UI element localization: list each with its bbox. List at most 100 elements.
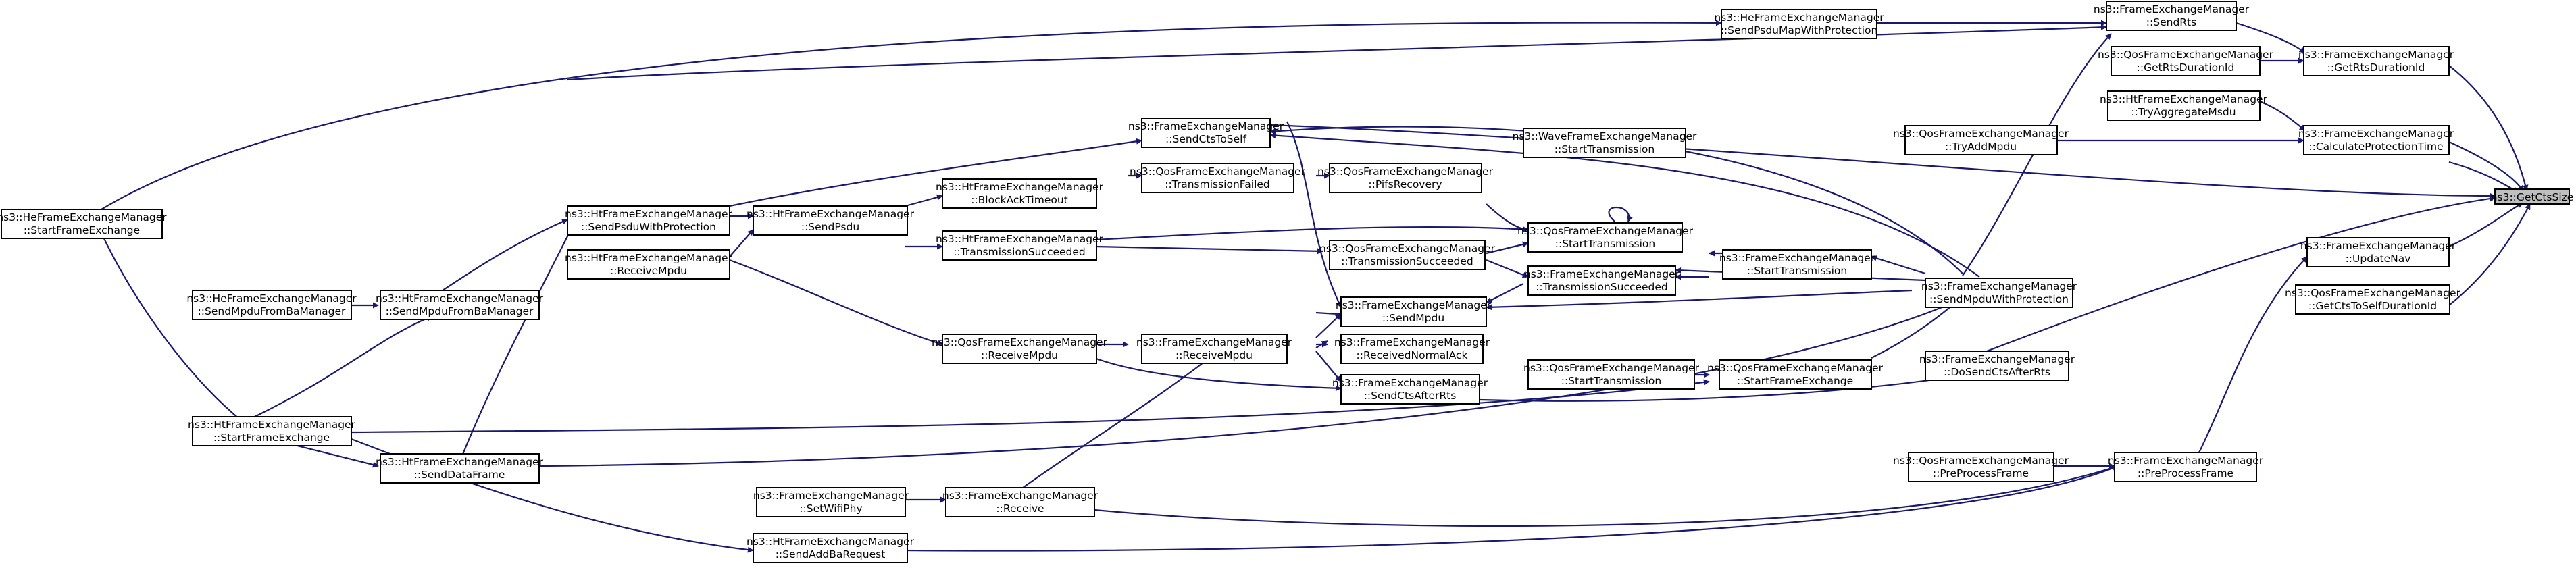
node-label: ::StartFrameExchange [24, 224, 140, 236]
node-fem-send-mpdu[interactable]: ns3::FrameExchangeManager ::SendMpdu [1336, 296, 1492, 327]
node-label: ::TransmissionSucceeded [1536, 281, 1668, 293]
node-fem-send-rts[interactable]: ns3::FrameExchangeManager ::SendRts [2094, 1, 2250, 31]
node-label: ns3::QosFrameExchangeManager [1130, 165, 1306, 178]
node-label: ns3::HtFrameExchangeManager [565, 208, 733, 220]
node-fem-get-rts-duration-id[interactable]: ns3::FrameExchangeManager ::GetRtsDurati… [2298, 46, 2454, 76]
node-ht-send-add-ba-request[interactable]: ns3::HtFrameExchangeManager ::SendAddBaR… [747, 533, 915, 563]
node-label: ns3::QosFrameExchangeManager [1317, 165, 1494, 178]
node-ht-block-ack-timeout[interactable]: ns3::HtFrameExchangeManager ::BlockAckTi… [936, 178, 1104, 209]
node-ht-receive-mpdu[interactable]: ns3::HtFrameExchangeManager ::ReceiveMpd… [565, 249, 733, 280]
node-label: ns3::QosFrameExchangeManager [1707, 362, 1884, 374]
node-fem-send-cts-to-self[interactable]: ns3::FrameExchangeManager ::SendCtsToSel… [1128, 118, 1284, 148]
node-get-cts-size-label: ns3::GetCtsSize [2491, 191, 2574, 203]
node-fem-start-transmission[interactable]: ns3::FrameExchangeManager ::StartTransmi… [1719, 249, 1875, 280]
node-qos-receive-mpdu[interactable]: ns3::QosFrameExchangeManager ::ReceiveMp… [932, 334, 1108, 364]
node-label: ::StartTransmission [1561, 375, 1661, 387]
node-label: ::SendMpduFromBaManager [198, 305, 346, 317]
node-label: ::ReceivedNormalAck [1357, 349, 1468, 361]
node-fem-transmission-succeeded[interactable]: ns3::FrameExchangeManager ::Transmission… [1524, 265, 1680, 296]
node-label: ns3::HtFrameExchangeManager [936, 233, 1104, 245]
node-label: ::PreProcessFrame [2138, 467, 2233, 480]
node-fem-calculate-protection-time[interactable]: ns3::FrameExchangeManager ::CalculatePro… [2298, 125, 2454, 155]
node-label: ns3::FrameExchangeManager [1921, 280, 2077, 292]
node-label: ns3::HtFrameExchangeManager [747, 536, 915, 548]
node-qos-get-rts-duration-id[interactable]: ns3::QosFrameExchangeManager ::GetRtsDur… [2098, 46, 2274, 76]
node-label: ::CalculateProtectionTime [2308, 140, 2443, 153]
node-label: ns3::FrameExchangeManager [2300, 240, 2456, 252]
node-fem-update-nav[interactable]: ns3::FrameExchangeManager ::UpdateNav [2300, 237, 2456, 267]
node-label: ns3::FrameExchangeManager [1524, 268, 1680, 280]
node-fem-receive-mpdu[interactable]: ns3::FrameExchangeManager ::ReceiveMpdu [1136, 334, 1292, 364]
node-qos-start-transmission-2[interactable]: ns3::QosFrameExchangeManager ::StartTran… [1523, 359, 1700, 390]
node-label: ns3::FrameExchangeManager [2298, 128, 2454, 140]
node-label: ns3::FrameExchangeManager [1719, 252, 1875, 264]
node-label: ::SendMpduWithProtection [1929, 293, 2069, 305]
node-he-start-frame-exchange[interactable]: ns3::HeFrameExchangeManager ::StartFrame… [0, 209, 167, 239]
node-label: ns3::FrameExchangeManager [1336, 299, 1492, 311]
node-get-cts-size[interactable]: ns3::GetCtsSize [2491, 188, 2574, 205]
node-qos-start-transmission[interactable]: ns3::QosFrameExchangeManager ::StartTran… [1517, 222, 1694, 253]
node-label: ::ReceiveMpdu [981, 349, 1058, 361]
node-label: ns3::FrameExchangeManager [2298, 49, 2454, 61]
node-qos-get-cts-to-self-duration-id[interactable]: ns3::QosFrameExchangeManager ::GetCtsToS… [2285, 284, 2461, 315]
node-fem-receive[interactable]: ns3::FrameExchangeManager ::Receive [942, 487, 1098, 517]
node-qos-try-add-mpdu[interactable]: ns3::QosFrameExchangeManager ::TryAddMpd… [1893, 125, 2069, 155]
node-qos-transmission-failed[interactable]: ns3::QosFrameExchangeManager ::Transmiss… [1130, 163, 1306, 193]
node-label: ns3::HtFrameExchangeManager [747, 208, 915, 220]
node-label: ::GetRtsDurationId [2137, 61, 2235, 74]
node-ht-start-frame-exchange[interactable]: ns3::HtFrameExchangeManager ::StartFrame… [188, 416, 356, 446]
node-he-send-psdu-map-with-protection[interactable]: ns3::HeFrameExchangeManager ::SendPsduMa… [1714, 9, 1884, 39]
node-ht-send-mpdu-from-ba-manager[interactable]: ns3::HtFrameExchangeManager ::SendMpduFr… [376, 290, 544, 320]
node-label: ::SendPsdu [801, 221, 859, 233]
node-label: ns3::HtFrameExchangeManager [565, 252, 733, 264]
node-label: ns3::FrameExchangeManager [1128, 120, 1284, 132]
node-qos-pre-process-frame[interactable]: ns3::QosFrameExchangeManager ::PreProces… [1893, 452, 2069, 482]
node-label: ns3::FrameExchangeManager [1334, 336, 1490, 348]
node-fem-set-wifi-phy[interactable]: ns3::FrameExchangeManager ::SetWifiPhy [753, 487, 909, 517]
node-label: ns3::HtFrameExchangeManager [2100, 93, 2268, 105]
node-label: ::SendPsduWithProtection [581, 221, 716, 233]
node-label: ::TransmissionSucceeded [1341, 255, 1473, 267]
node-label: ::PreProcessFrame [1933, 467, 2029, 480]
node-label: ns3::QosFrameExchangeManager [1893, 455, 2069, 467]
node-label: ::TryAggregateMsdu [2131, 106, 2236, 118]
node-qos-pifs-recovery[interactable]: ns3::QosFrameExchangeManager ::PifsRecov… [1317, 163, 1494, 193]
node-label: ::BlockAckTimeout [971, 194, 1068, 206]
node-label: ns3::HtFrameExchangeManager [188, 419, 356, 431]
node-label: ::TryAddMpdu [1945, 140, 2017, 153]
node-fem-send-mpdu-with-protection[interactable]: ns3::FrameExchangeManager ::SendMpduWith… [1921, 278, 2077, 308]
node-label: ::StartTransmission [1747, 265, 1847, 277]
node-label: ::SendPsduMapWithProtection [1721, 24, 1878, 36]
node-ht-try-aggregate-msdu[interactable]: ns3::HtFrameExchangeManager ::TryAggrega… [2100, 90, 2268, 121]
node-ht-transmission-succeeded[interactable]: ns3::HtFrameExchangeManager ::Transmissi… [936, 230, 1104, 261]
node-label: ::SendCtsAfterRts [1364, 390, 1457, 402]
node-label: ns3::HtFrameExchangeManager [376, 456, 544, 468]
node-label: ::GetCtsToSelfDurationId [2308, 300, 2437, 312]
node-label: ::SendDataFrame [414, 469, 505, 481]
node-label: ::SendRts [2146, 16, 2196, 28]
node-label: ::TransmissionFailed [1165, 178, 1270, 190]
node-fem-received-normal-ack[interactable]: ns3::FrameExchangeManager ::ReceivedNorm… [1334, 334, 1490, 364]
node-label: ns3::FrameExchangeManager [2108, 455, 2264, 467]
node-label: ::StartFrameExchange [213, 432, 330, 444]
node-label: ::UpdateNav [2346, 253, 2411, 265]
node-wave-start-transmission[interactable]: ns3::WaveFrameExchangeManager ::StartTra… [1513, 128, 1697, 158]
node-qos-transmission-succeeded[interactable]: ns3::QosFrameExchangeManager ::Transmiss… [1319, 240, 1496, 270]
node-fem-send-cts-after-rts[interactable]: ns3::FrameExchangeManager ::SendCtsAfter… [1332, 374, 1488, 405]
node-ht-send-psdu[interactable]: ns3::HtFrameExchangeManager ::SendPsdu [747, 205, 915, 236]
node-label: ns3::HeFrameExchangeManager [1714, 11, 1884, 24]
node-label: ::SendAddBaRequest [776, 548, 886, 561]
node-fem-do-send-cts-after-rts[interactable]: ns3::FrameExchangeManager ::DoSendCtsAft… [1919, 351, 2075, 381]
node-ht-send-psdu-with-protection[interactable]: ns3::HtFrameExchangeManager ::SendPsduWi… [565, 205, 733, 236]
node-label: ::PifsRecovery [1368, 178, 1442, 190]
node-label: ::ReceiveMpdu [610, 265, 687, 277]
node-label: ns3::QosFrameExchangeManager [1893, 128, 2069, 140]
node-label: ns3::FrameExchangeManager [753, 490, 909, 502]
node-label: ::SendMpduFromBaManager [386, 305, 534, 317]
node-label: ns3::QosFrameExchangeManager [1517, 225, 1694, 237]
node-qos-start-frame-exchange[interactable]: ns3::QosFrameExchangeManager ::StartFram… [1707, 359, 1884, 390]
node-ht-send-data-frame[interactable]: ns3::HtFrameExchangeManager ::SendDataFr… [376, 453, 544, 484]
node-he-send-mpdu-from-ba-manager[interactable]: ns3::HeFrameExchangeManager ::SendMpduFr… [186, 290, 357, 320]
node-fem-pre-process-frame[interactable]: ns3::FrameExchangeManager ::PreProcessFr… [2108, 452, 2264, 482]
node-label: ::StartFrameExchange [1737, 375, 1853, 387]
